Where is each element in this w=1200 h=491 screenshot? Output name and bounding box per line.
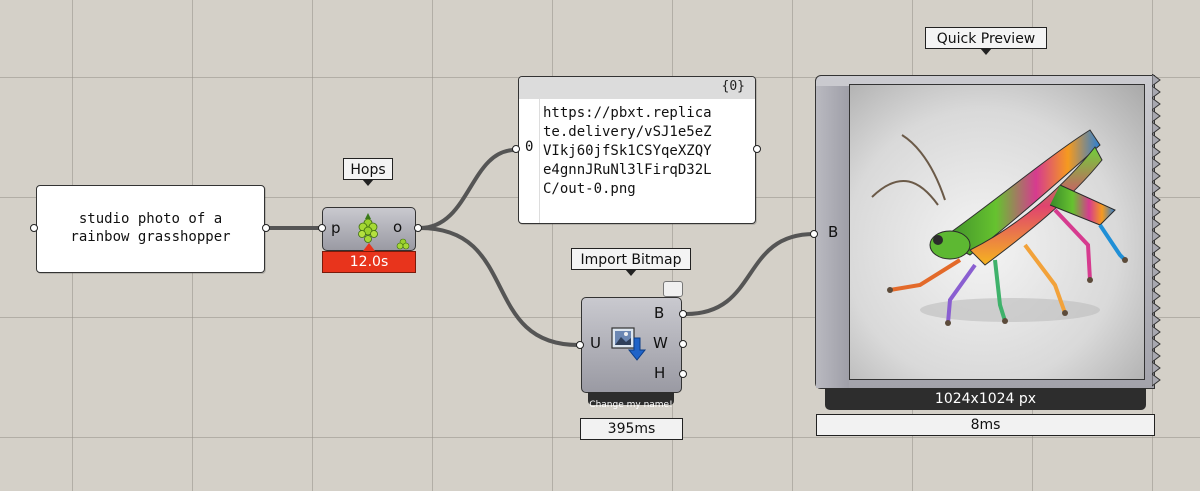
quick-preview-component[interactable]: B xyxy=(815,75,1155,389)
import-bitmap-output-w[interactable]: W xyxy=(653,334,668,352)
quick-preview-jagged-edge xyxy=(1152,74,1161,387)
url-panel-index: 0 xyxy=(525,139,534,155)
url-panel[interactable]: {0} https://pbxt.replica te.delivery/vSJ… xyxy=(518,76,756,224)
quick-preview-size-bar: 1024x1024 px xyxy=(825,388,1146,410)
prompt-text-line2: rainbow grasshopper xyxy=(70,229,231,245)
url-panel-path: {0} xyxy=(721,79,745,94)
import-bitmap-label: Import Bitmap xyxy=(571,248,691,276)
url-panel-input-grip[interactable] xyxy=(512,145,520,153)
hops-input-grip[interactable] xyxy=(318,224,326,232)
url-panel-text: https://pbxt.replica te.delivery/vSJ1e5e… xyxy=(543,104,712,199)
import-bitmap-preview-toggle[interactable] xyxy=(663,281,683,297)
hops-small-icon xyxy=(396,238,410,250)
rainbow-grasshopper-image xyxy=(871,129,1128,326)
url-line: VIkj60jfSk1CSYqeXZQY xyxy=(543,143,712,159)
hops-component[interactable]: p o xyxy=(322,207,416,251)
url-line: te.delivery/vSJ1e5eZ xyxy=(543,124,712,140)
hops-timer-value: 12.0s xyxy=(349,254,389,270)
url-line: C/out-0.png xyxy=(543,181,636,197)
import-bitmap-output-w-grip[interactable] xyxy=(679,340,687,348)
wire-import-to-preview xyxy=(685,232,815,316)
prompt-output-grip[interactable] xyxy=(262,224,270,232)
import-bitmap-nickname-bar: Change my name! xyxy=(588,392,674,410)
url-panel-index-column xyxy=(519,99,540,223)
import-bitmap-timer-value: 395ms xyxy=(607,421,656,437)
wire-hops-to-panel xyxy=(419,148,516,230)
wire-hops-to-import xyxy=(419,226,579,347)
import-bitmap-icon xyxy=(611,327,647,361)
import-bitmap-output-b-grip[interactable] xyxy=(679,310,687,318)
url-line: e4gnnJRuNl3lFirqD32L xyxy=(543,162,712,178)
import-bitmap-component[interactable]: U B W H xyxy=(581,297,682,393)
url-panel-output-grip[interactable] xyxy=(753,145,761,153)
import-bitmap-timer: 395ms xyxy=(580,418,683,440)
quick-preview-image-frame xyxy=(849,84,1145,380)
url-line: https://pbxt.replica xyxy=(543,105,712,121)
hops-timer: 12.0s xyxy=(322,251,416,273)
import-bitmap-nickname[interactable]: Change my name! xyxy=(589,400,673,410)
hops-output-port[interactable]: o xyxy=(393,218,403,236)
hops-timer-pointer xyxy=(363,243,375,251)
quick-preview-timer: 8ms xyxy=(816,414,1155,436)
quick-preview-timer-value: 8ms xyxy=(970,417,1001,433)
import-bitmap-input-port[interactable]: U xyxy=(590,334,601,352)
import-bitmap-input-grip[interactable] xyxy=(576,341,584,349)
prompt-panel[interactable]: studio photo of a rainbow grasshopper xyxy=(36,185,265,273)
import-bitmap-output-h[interactable]: H xyxy=(654,364,666,382)
import-bitmap-output-b[interactable]: B xyxy=(654,304,665,322)
quick-preview-size-label: 1024x1024 px xyxy=(934,391,1037,407)
hops-icon xyxy=(358,213,378,243)
quick-preview-input-port[interactable]: B xyxy=(828,223,839,241)
hops-label: Hops xyxy=(343,158,393,186)
prompt-text-line1: studio photo of a xyxy=(78,211,223,227)
quick-preview-input-strip xyxy=(816,86,849,388)
url-panel-header: {0} xyxy=(519,77,755,99)
prompt-input-grip[interactable] xyxy=(30,224,38,232)
import-bitmap-output-h-grip[interactable] xyxy=(679,370,687,378)
hops-input-port[interactable]: p xyxy=(331,219,341,237)
hops-output-grip[interactable] xyxy=(414,224,422,232)
quick-preview-input-grip[interactable] xyxy=(810,230,818,238)
quick-preview-label: Quick Preview xyxy=(925,27,1047,55)
